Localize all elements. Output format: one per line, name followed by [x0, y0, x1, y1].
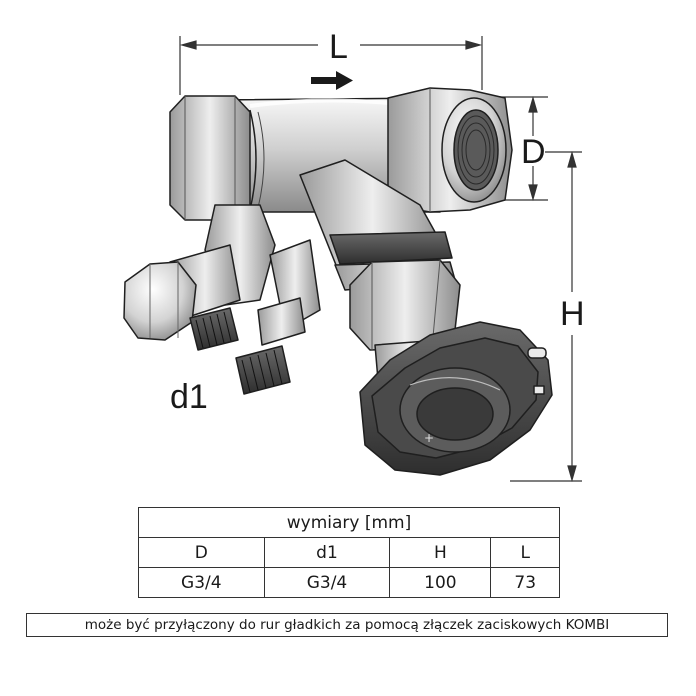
dimension-D [480, 95, 548, 202]
valve-illustration: + [123, 87, 553, 476]
measuring-nipple-right [235, 345, 291, 395]
table-title: wymiary [mm] [138, 507, 560, 538]
table-cell: G3/4 [263, 567, 391, 598]
svg-text:+: + [424, 431, 434, 445]
table-title-row: wymiary [mm] [138, 507, 560, 538]
table-header-cell: L [490, 537, 560, 568]
table-cell: 73 [490, 567, 560, 598]
dimension-H [510, 150, 582, 483]
table-cell: 100 [389, 567, 492, 598]
label-d1: d1 [170, 378, 208, 416]
table-header-cell: D [138, 537, 265, 568]
connection-note: może być przyłączony do rur gładkich za … [26, 613, 668, 637]
label-H: H [560, 295, 585, 333]
table-cell: G3/4 [138, 567, 265, 598]
measuring-nipple-left [189, 307, 239, 351]
dimension-L [179, 36, 483, 95]
table-header-cell: d1 [263, 537, 391, 568]
label-L: L [329, 28, 348, 66]
table-row: G3/4 G3/4 100 73 [138, 567, 560, 598]
table-header-cell: H [389, 537, 492, 568]
label-D: D [521, 133, 546, 171]
flow-direction-arrow-icon [311, 71, 353, 90]
dimensions-table: wymiary [mm] D d1 H L G3/4 G3/4 100 73 [138, 507, 560, 598]
table-header-row: D d1 H L [138, 537, 560, 568]
valve-technical-drawing: L D H d1 [123, 28, 585, 483]
